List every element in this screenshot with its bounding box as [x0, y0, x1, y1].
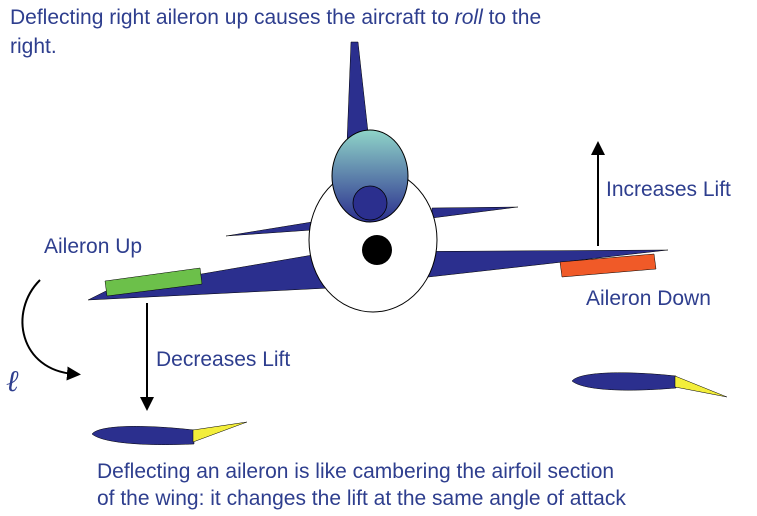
roll-symbol: ℓ — [6, 364, 19, 399]
aileron-down-label: Aileron Down — [586, 287, 711, 310]
top-caption-after: to the — [482, 6, 542, 29]
right-stabilizer — [431, 206, 519, 219]
airfoil-flap-down-surface — [674, 375, 728, 398]
left-aileron-up — [104, 267, 203, 297]
canopy-inner — [352, 185, 388, 221]
canopy — [331, 129, 409, 223]
top-caption-italic: roll — [454, 6, 483, 29]
bottom-caption-line1: Deflecting an aileron is like cambering … — [97, 460, 615, 483]
increases-lift-label: Increases Lift — [606, 178, 731, 201]
airfoil-flap-up-surface — [192, 421, 248, 443]
airfoil-flap-down — [571, 372, 677, 391]
decreases-lift-label: Decreases Lift — [156, 348, 291, 371]
airfoil-flap-up — [91, 426, 195, 445]
right-aileron-down — [559, 253, 657, 278]
aileron-up-label: Aileron Up — [44, 235, 143, 258]
left-stabilizer — [225, 221, 313, 237]
top-caption-line2: right. — [10, 35, 57, 58]
bottom-caption-line2: of the wing: it changes the lift at the … — [97, 487, 626, 510]
top-caption-line1: Deflecting right aileron up causes the a… — [10, 4, 541, 31]
nose-intake — [362, 235, 392, 265]
top-caption-before: Deflecting right aileron up causes the a… — [10, 6, 455, 29]
roll-direction-arrow — [21, 279, 81, 381]
